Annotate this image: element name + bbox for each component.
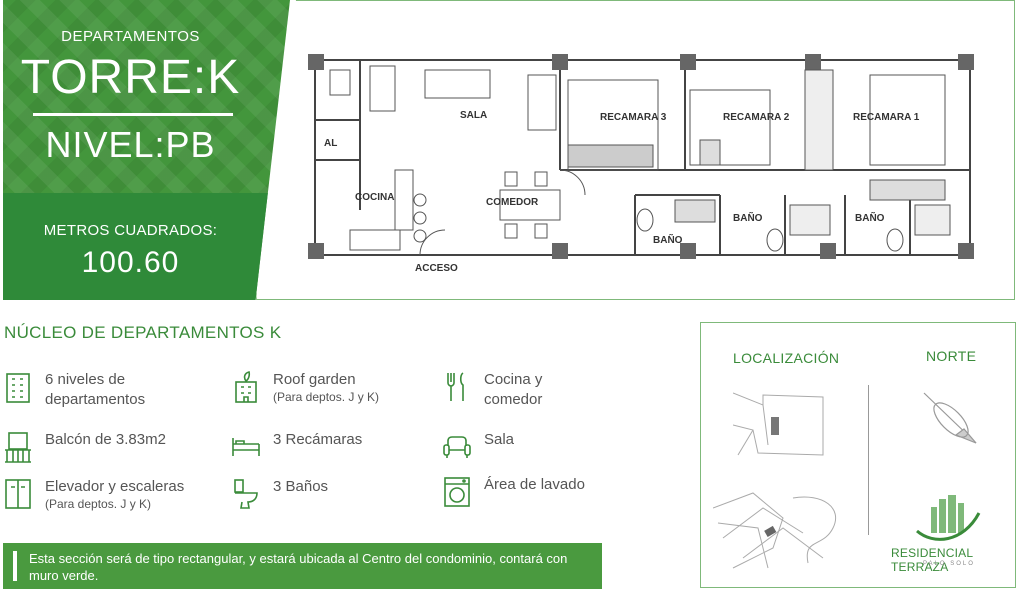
cutlery-icon	[447, 372, 464, 401]
location-divider	[868, 385, 869, 535]
balcony-icon	[5, 432, 31, 463]
feature-balcony-line1: Balcón de 3.83m2	[45, 431, 166, 448]
feature-living-line1: Sala	[484, 431, 515, 448]
roof-garden-icon	[235, 371, 257, 403]
features-title: NÚCLEO DE DEPARTAMENTOS K	[4, 323, 282, 342]
feature-laundry: Área de lavado	[442, 475, 585, 509]
elevator-icon	[5, 479, 31, 509]
area-label: METROS CUADRADOS:	[43, 222, 218, 239]
location-title: LOCALIZACIÓN	[733, 350, 840, 366]
feature-bedrooms-line1: 3 Recámaras	[273, 431, 363, 448]
plan-label-al: AL	[324, 138, 337, 149]
north-arrow-icon	[923, 392, 977, 444]
feature-bedrooms: 3 Recámaras	[231, 430, 362, 464]
plan-label-recamara-2: RECAMARA 2	[723, 112, 790, 123]
feature-balcony: Balcón de 3.83m2	[3, 430, 166, 464]
residencial-terraza-logo	[916, 495, 981, 541]
building-subtitle: DEPARTAMENTOS	[61, 28, 200, 45]
location-panel: LOCALIZACIÓN NORTE RESIDENCIAL TERRAZA P…	[700, 322, 1016, 588]
feature-laundry-line1: Área de lavado	[484, 476, 585, 493]
plan-label-cocina: COCINA	[355, 192, 394, 203]
feature-levels-line1: 6 niveles de	[45, 371, 126, 388]
washing-machine-icon	[444, 477, 470, 507]
feature-bathrooms-line1: 3 Baños	[273, 478, 329, 495]
area-band	[3, 193, 290, 300]
area-map	[713, 492, 836, 569]
feature-levels: 6 niveles de departamentos	[3, 370, 145, 410]
feature-roof-garden: Roof garden (Para deptos. J y K)	[231, 370, 379, 404]
plan-label-recamara-3: RECAMARA 3	[600, 112, 667, 123]
area-value: 100.60	[81, 246, 180, 279]
bed-icon	[232, 438, 260, 456]
plan-label-recamara-1: RECAMARA 1	[853, 112, 920, 123]
sofa-icon	[443, 436, 471, 458]
plan-label-bano-1: BAÑO	[733, 211, 763, 224]
tower-title: TORRE:K	[20, 51, 241, 104]
title-divider	[33, 113, 233, 116]
feature-kitchen-line1: Cocina y	[484, 371, 543, 388]
note-text: Esta sección será de tipo rectangular, y…	[29, 551, 568, 583]
plan-label-comedor: COMEDOR	[486, 197, 539, 208]
floor-plan: AL SALA COCINA COMEDOR RECAMARA 3 RECAMA…	[308, 54, 974, 274]
feature-roof-garden-note: (Para deptos. J y K)	[273, 390, 380, 404]
feature-living: Sala	[442, 430, 514, 464]
feature-levels-line2: departamentos	[45, 391, 146, 408]
feature-kitchen-line2: comedor	[484, 391, 543, 408]
section-note: Esta sección será de tipo rectangular, y…	[3, 543, 602, 589]
brand-tagline: PALO SOLO	[923, 561, 975, 567]
plan-label-acceso: ACCESO	[415, 263, 458, 274]
feature-elevator-note: (Para deptos. J y K)	[45, 497, 152, 511]
feature-roof-garden-line1: Roof garden	[273, 371, 356, 388]
plan-label-bano-2: BAÑO	[855, 211, 885, 224]
feature-bathrooms: 3 Baños	[231, 477, 328, 511]
level-title: NIVEL:PB	[45, 124, 216, 165]
north-title: NORTE	[926, 348, 977, 364]
toilet-icon	[234, 479, 258, 509]
plan-label-sala: SALA	[460, 110, 487, 121]
site-plan-map	[733, 392, 824, 456]
brand-name: RESIDENCIAL TERRAZA	[891, 546, 973, 574]
title-panel: DEPARTAMENTOS TORRE:K NIVEL:PB METROS CU…	[3, 0, 290, 300]
note-accent-bar	[13, 551, 17, 581]
building-icon	[6, 373, 30, 403]
feature-elevator: Elevador y escaleras (Para deptos. J y K)	[3, 477, 184, 511]
feature-kitchen: Cocina y comedor	[442, 370, 542, 410]
feature-elevator-line1: Elevador y escaleras	[45, 478, 185, 495]
plan-label-bano-3: BAÑO	[653, 233, 683, 246]
